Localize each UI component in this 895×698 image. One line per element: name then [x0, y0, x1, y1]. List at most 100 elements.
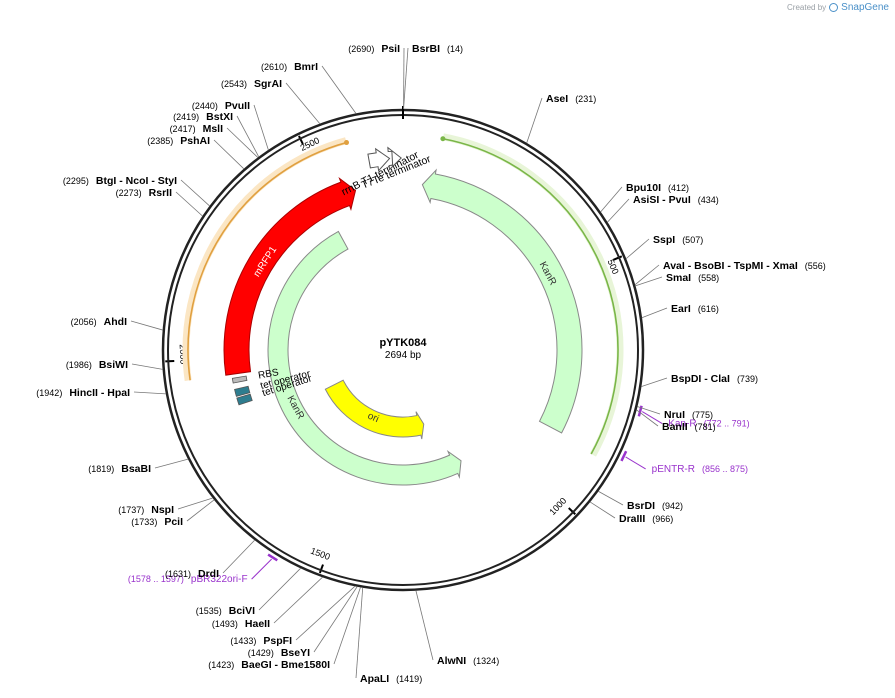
enzyme-name: PshAI [180, 135, 210, 147]
enzyme-name: BsrBI [412, 43, 440, 55]
enzyme-leader [635, 276, 663, 287]
enzyme-bstxi[interactable]: (2419)BstXI [173, 111, 233, 123]
enzyme-leader [641, 377, 668, 388]
enzyme-name: AhdI [104, 316, 127, 328]
enzyme-leader [355, 587, 364, 679]
enzyme-btgi-ncoi-styi[interactable]: (2295)BtgI - NcoI - StyI [63, 175, 177, 187]
enzyme-avai-bsobi-tspmi-xmai[interactable]: AvaI - BsoBI - TspMI - XmaI(556) [663, 260, 826, 272]
enzyme-asisi-pvui[interactable]: AsiSI - PvuI(434) [633, 194, 719, 206]
enzyme-drdi[interactable]: (1631)DrdI [165, 568, 219, 580]
enzyme-pos: (1942) [36, 388, 62, 398]
enzyme-sgrai[interactable]: (2543)SgrAI [221, 78, 282, 90]
enzyme-baegi-bme1580i[interactable]: (1423)BaeGI - Bme1580I [208, 659, 330, 671]
enzyme-banii[interactable]: BanII(781) [662, 421, 716, 433]
enzyme-bsabi[interactable]: (1819)BsaBI [88, 463, 151, 475]
enzyme-name: BaeGI - Bme1580I [241, 659, 330, 671]
enzyme-pcii[interactable]: (1733)PciI [131, 516, 183, 528]
enzyme-pvuii[interactable]: (2440)PvuII [192, 100, 250, 112]
enzyme-bsrbi[interactable]: BsrBI(14) [412, 43, 463, 55]
enzyme-name: AsiSI - PvuI [633, 194, 691, 206]
tick-label: 1500 [309, 546, 331, 562]
primer-pbr322ori-f[interactable] [267, 553, 278, 562]
enzyme-hincii-hpai[interactable]: (1942) HincII - HpaI [36, 387, 130, 399]
enzyme-pos: (1631) [165, 569, 191, 579]
plasmid-length: 2694 bp [385, 350, 422, 361]
enzyme-pos: (966) [652, 514, 673, 524]
primer-pentr-r[interactable] [620, 450, 628, 462]
enzyme-pos: (616) [698, 304, 719, 314]
enzyme-leader [295, 585, 356, 641]
feature-t7te-terminator[interactable] [387, 146, 402, 171]
enzyme-haeii[interactable]: (1493)HaeII [212, 618, 270, 630]
enzyme-pos: (739) [737, 374, 758, 384]
enzyme-pos: (412) [668, 183, 689, 193]
enzyme-apali[interactable]: ApaLI(1419) [360, 673, 422, 685]
enzyme-leader [273, 576, 323, 624]
enzyme-leader [258, 567, 301, 611]
enzyme-name: BspDI - ClaI [671, 373, 730, 385]
enzyme-bsrdi[interactable]: BsrDI(942) [627, 500, 683, 512]
enzyme-pos: (1324) [473, 656, 499, 666]
enzyme-name: DraIII [619, 513, 645, 525]
enzyme-pos: (2056) [71, 317, 97, 327]
enzyme-draiii[interactable]: DraIII (966) [619, 513, 673, 525]
primer-name: Kan-R [668, 419, 696, 430]
primer-label: pENTR-R(856 .. 875) [652, 464, 748, 475]
feature-ori[interactable] [324, 379, 425, 440]
enzyme-leader [226, 127, 259, 158]
enzyme-leader [321, 65, 357, 114]
enzyme-name: HincII - HpaI [69, 387, 130, 399]
primer-leader [251, 558, 272, 580]
enzyme-psii[interactable]: (2690)PsiI [348, 43, 400, 55]
enzyme-pos: (1433) [230, 636, 256, 646]
enzyme-ahdi[interactable]: (2056) AhdI [71, 316, 127, 328]
feature-box-tet-operator[interactable] [236, 393, 253, 406]
enzyme-pos: (2417) [170, 124, 196, 134]
enzyme-leader [154, 458, 189, 469]
enzyme-bcivi[interactable]: (1535) BciVI [196, 605, 255, 617]
enzyme-nrui[interactable]: NruI(775) [664, 409, 713, 421]
feature-kanr[interactable] [267, 230, 462, 486]
enzyme-sspi[interactable]: SspI(507) [653, 234, 703, 246]
enzyme-pspfi[interactable]: (1433)PspFI [230, 635, 292, 647]
enzyme-bseyi[interactable]: (1429) BseYI [248, 647, 310, 659]
primer-name: pENTR-R [652, 464, 695, 475]
enzyme-bsiwi[interactable]: (1986)BsiWI [66, 359, 128, 371]
primer-leader [641, 411, 663, 424]
enzyme-pos: (2690) [348, 44, 374, 54]
enzyme-leader [600, 186, 623, 213]
enzyme-name: RsrII [149, 187, 172, 199]
enzyme-pos: (2440) [192, 101, 218, 111]
enzyme-msli[interactable]: (2417)MslI [170, 123, 224, 135]
tick-mark-1500 [318, 564, 324, 574]
enzyme-nspi[interactable]: (1737)NspI [118, 504, 174, 516]
enzyme-pos: (942) [662, 501, 683, 511]
enzyme-pos: (1733) [131, 517, 157, 527]
enzyme-leader [213, 139, 245, 170]
enzyme-name: SspI [653, 234, 675, 246]
enzyme-name: SmaI [666, 272, 691, 284]
feature-kanr[interactable] [421, 168, 583, 434]
enzyme-leader [634, 264, 660, 286]
feature-box-rbs[interactable] [231, 375, 248, 384]
enzyme-asei[interactable]: AseI(231) [546, 93, 596, 105]
feature-mrfp1[interactable] [223, 176, 357, 376]
enzyme-pos: (1535) [196, 606, 222, 616]
enzyme-leader [175, 191, 203, 217]
enzyme-alwni[interactable]: AlwNI(1324) [437, 655, 499, 667]
feature-box-tet-operator[interactable] [234, 385, 251, 397]
enzyme-name: BseYI [281, 647, 310, 659]
tick-mark-2500 [298, 135, 304, 145]
enzyme-pshai[interactable]: (2385)PshAI [147, 135, 210, 147]
feature-rrnb-t1-terminator[interactable] [367, 147, 391, 172]
enzyme-bspdi-clai[interactable]: BspDI - ClaI (739) [671, 373, 758, 385]
enzyme-eari[interactable]: EarI(616) [671, 303, 719, 315]
enzyme-bmri[interactable]: (2610)BmrI [261, 61, 318, 73]
enzyme-bpu10i[interactable]: Bpu10I(412) [626, 182, 689, 194]
enzyme-rsrii[interactable]: (2273)RsrII [116, 187, 172, 199]
enzyme-smai[interactable]: SmaI(558) [666, 272, 719, 284]
enzyme-pos: (1429) [248, 648, 274, 658]
enzyme-name: BciVI [229, 605, 255, 617]
primer-leader [625, 456, 646, 470]
